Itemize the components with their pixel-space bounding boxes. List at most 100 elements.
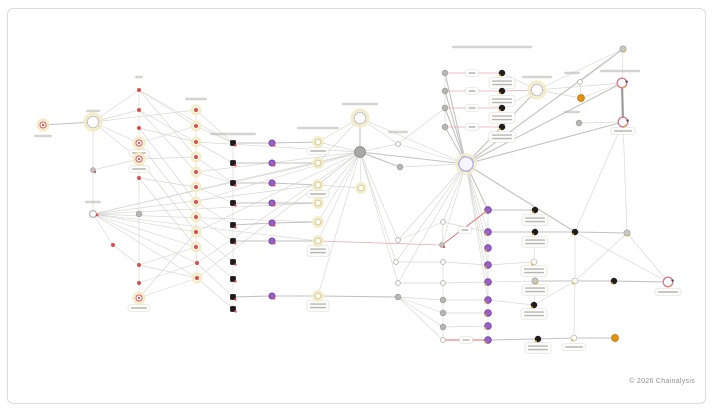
- graph-node-rh[interactable]: [190, 226, 202, 238]
- graph-node-gy[interactable]: [439, 309, 447, 317]
- graph-node-bs[interactable]: [230, 222, 237, 229]
- graph-node-lv[interactable]: [455, 153, 477, 175]
- graph-node-pu2[interactable]: [484, 244, 492, 252]
- graph-node-rd[interactable]: [137, 88, 141, 92]
- graph-node-rh[interactable]: [190, 181, 202, 193]
- graph-node-pu2[interactable]: [484, 206, 492, 214]
- graph-node-bs[interactable]: [230, 306, 237, 313]
- graph-node-wr[interactable]: [355, 182, 367, 194]
- graph-node-gw[interactable]: [395, 280, 401, 286]
- graph-node-rh[interactable]: [191, 272, 203, 284]
- graph-node-gr[interactable]: [439, 242, 446, 249]
- graph-node-pu[interactable]: [268, 179, 276, 187]
- graph-node-gw[interactable]: [440, 280, 446, 286]
- graph-node-pu2[interactable]: [484, 309, 492, 317]
- graph-node-pu2[interactable]: [484, 278, 492, 286]
- graph-node-gw[interactable]: [393, 259, 399, 265]
- graph-node-rd[interactable]: [137, 126, 141, 130]
- graph-node-pu[interactable]: [268, 159, 276, 167]
- graph-node-bs[interactable]: [230, 259, 237, 266]
- graph-node-rr[interactable]: [132, 152, 146, 166]
- graph-node-bs[interactable]: [230, 294, 237, 301]
- graph-node-bs[interactable]: [230, 160, 237, 167]
- graph-node-bk[interactable]: [534, 335, 542, 343]
- graph-node-bs[interactable]: [230, 276, 237, 283]
- graph-node-gy[interactable]: [439, 296, 447, 304]
- graph-node-bw[interactable]: [527, 80, 547, 100]
- graph-node-gy[interactable]: [441, 123, 449, 131]
- graph-node-or[interactable]: [577, 94, 585, 102]
- graph-node-pu2[interactable]: [484, 322, 492, 330]
- graph-node-gw[interactable]: [395, 237, 401, 243]
- graph-node-gy[interactable]: [575, 119, 583, 127]
- graph-node-wr[interactable]: [312, 197, 324, 209]
- graph-node-bw[interactable]: [350, 108, 370, 128]
- graph-node-rr[interactable]: [132, 291, 146, 305]
- graph-node-gy[interactable]: [439, 323, 447, 331]
- graph-node-pr[interactable]: [617, 116, 629, 128]
- graph-node-rd[interactable]: [137, 263, 141, 267]
- graph-node-rd[interactable]: [111, 243, 115, 247]
- graph-node-rh[interactable]: [190, 196, 202, 208]
- graph-node-bk[interactable]: [498, 69, 506, 77]
- graph-node-gw[interactable]: [440, 259, 446, 265]
- graph-node-bs[interactable]: [230, 140, 237, 147]
- graph-node-gh[interactable]: [354, 146, 366, 158]
- graph-node-gy[interactable]: [135, 210, 143, 218]
- graph-node-pu2[interactable]: [484, 296, 492, 304]
- graph-node-wr[interactable]: [312, 216, 324, 228]
- graph-node-wr[interactable]: [312, 235, 324, 247]
- graph-node-bk[interactable]: [531, 206, 539, 214]
- graph-node-pu[interactable]: [268, 219, 276, 227]
- graph-node-pu[interactable]: [268, 292, 276, 300]
- graph-node-rh[interactable]: [190, 166, 202, 178]
- graph-node-pu2[interactable]: [484, 336, 492, 344]
- graph-node-gw[interactable]: [395, 141, 401, 147]
- graph-node-rh[interactable]: [190, 120, 202, 132]
- graph-node-gy[interactable]: [396, 163, 404, 171]
- graph-node-ho[interactable]: [89, 210, 99, 218]
- graph-node-pu[interactable]: [268, 237, 276, 245]
- graph-node-wy[interactable]: [530, 258, 538, 266]
- graph-node-rr[interactable]: [132, 136, 146, 150]
- graph-node-wy[interactable]: [570, 334, 578, 342]
- graph-node-rr[interactable]: [36, 118, 50, 132]
- graph-node-bk[interactable]: [571, 228, 579, 236]
- graph-node-pu[interactable]: [268, 139, 276, 147]
- graph-node-pr[interactable]: [616, 77, 628, 89]
- graph-node-rd[interactable]: [137, 281, 141, 285]
- graph-node-bs[interactable]: [230, 200, 237, 207]
- graph-node-bw[interactable]: [83, 112, 103, 132]
- graph-node-gyy[interactable]: [623, 229, 631, 237]
- graph-node-gw[interactable]: [577, 79, 583, 85]
- graph-node-gy[interactable]: [394, 293, 402, 301]
- graph-node-wr[interactable]: [312, 136, 324, 148]
- graph-node-rh[interactable]: [190, 151, 202, 163]
- graph-node-pr[interactable]: [662, 276, 674, 288]
- graph-node-bk[interactable]: [498, 104, 506, 112]
- graph-node-bk[interactable]: [531, 228, 539, 236]
- graph-node-rd[interactable]: [137, 108, 141, 112]
- graph-node-wr[interactable]: [312, 179, 324, 191]
- graph-node-gw[interactable]: [440, 219, 446, 225]
- graph-node-wr[interactable]: [312, 290, 324, 302]
- graph-node-bk[interactable]: [498, 123, 506, 131]
- graph-node-rd[interactable]: [137, 176, 141, 180]
- graph-node-pu[interactable]: [268, 199, 276, 207]
- graph-node-rd[interactable]: [195, 261, 199, 265]
- graph-node-gyy[interactable]: [619, 45, 627, 53]
- graph-node-rh[interactable]: [190, 211, 202, 223]
- graph-node-gr[interactable]: [90, 167, 97, 174]
- graph-node-pu2[interactable]: [484, 228, 492, 236]
- graph-node-gyy[interactable]: [531, 277, 539, 285]
- graph-node-gy[interactable]: [441, 69, 449, 77]
- graph-node-bs[interactable]: [230, 238, 237, 245]
- graph-node-rh[interactable]: [190, 104, 202, 116]
- graph-node-wr[interactable]: [312, 157, 324, 169]
- graph-node-rh[interactable]: [190, 241, 202, 253]
- graph-node-bs[interactable]: [230, 180, 237, 187]
- graph-node-bk[interactable]: [530, 301, 538, 309]
- graph-node-bk[interactable]: [610, 277, 618, 285]
- graph-node-or[interactable]: [611, 334, 619, 342]
